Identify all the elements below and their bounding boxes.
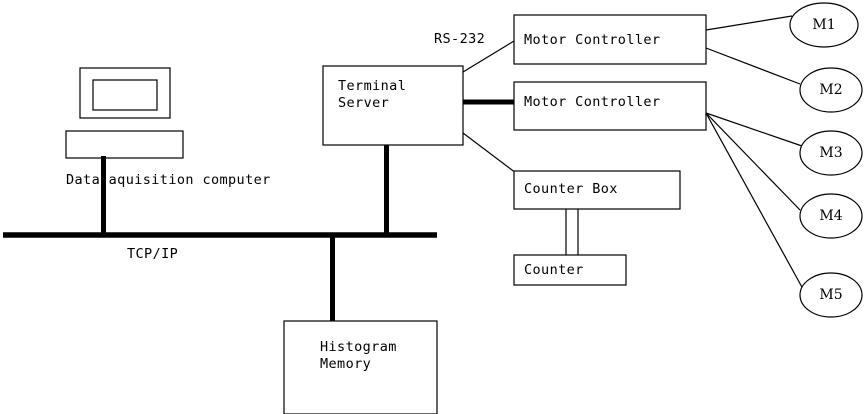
counter-box-label: Counter Box [524, 181, 618, 197]
link-controller-2-motor-m3 [705, 112, 803, 147]
motor-ellipse-m3 [799, 130, 863, 176]
histogram-memory-label-line1: Histogram [320, 339, 397, 355]
motor-ellipse-m2 [799, 67, 863, 113]
link-controller-2-motor-m4 [705, 112, 801, 211]
tcpip-bus-label: TCP/IP [127, 246, 179, 262]
motor-label-m1: M1 [812, 17, 836, 33]
motor-label-m3: M3 [819, 145, 843, 161]
motor-ellipse-m5 [799, 272, 863, 318]
motor-label-m4: M4 [819, 208, 843, 224]
computer-base-box [65, 130, 184, 159]
computer-caption-label: Data aquisition computer [66, 172, 271, 188]
terminal-server-box [322, 65, 464, 146]
counter-box-box [513, 170, 681, 210]
motor-label-m2: M2 [819, 82, 843, 98]
monitor-screen [92, 79, 158, 111]
motor-controller-2-label: Motor Controller [524, 94, 661, 110]
link-controller-1-motor-m1 [705, 15, 793, 31]
link-controller-1-motor-m2 [705, 47, 801, 85]
histogram-memory-box [283, 320, 438, 414]
link-terminal-server-counter-box [462, 132, 517, 174]
motor-controller-1-box [513, 14, 707, 65]
terminal-server-label-line2: Server [338, 95, 390, 111]
motor-controller-2-box [513, 81, 707, 131]
histogram-memory-label-line2: Memory [320, 356, 372, 372]
link-controller-2-motor-m5 [705, 112, 804, 290]
motor-ellipse-m4 [799, 193, 863, 239]
counter-box [513, 254, 627, 286]
motor-label-m5: M5 [819, 287, 843, 303]
motor-controller-1-label: Motor Controller [524, 32, 661, 48]
rs232-link-controller-1 [462, 40, 515, 73]
rs232-label: RS-232 [434, 31, 486, 47]
counter-label: Counter [524, 262, 584, 278]
motor-ellipse-m1 [789, 2, 859, 48]
terminal-server-label-line1: Terminal [338, 78, 407, 94]
